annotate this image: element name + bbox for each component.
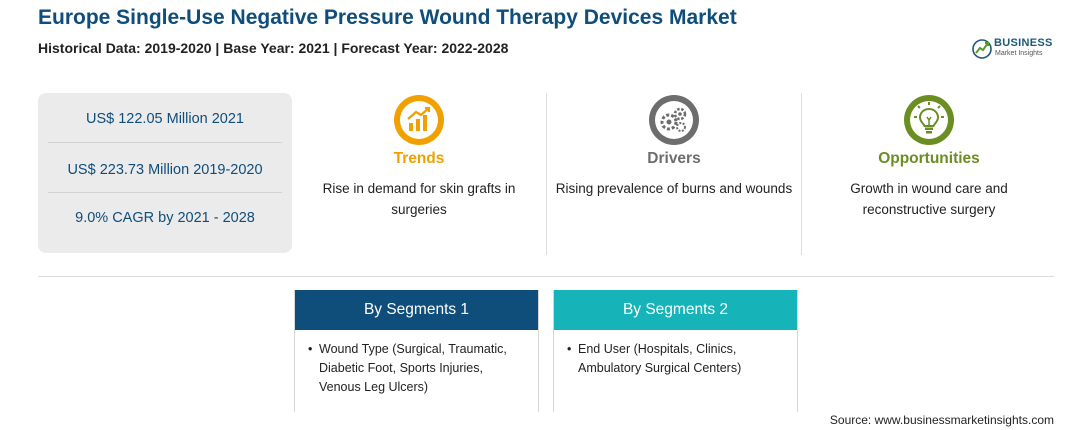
lightbulb-icon bbox=[904, 95, 954, 145]
gears-icon bbox=[649, 95, 699, 145]
stat-cagr: 9.0% CAGR by 2021 - 2028 bbox=[75, 210, 255, 226]
logo-tagline: Market Insights bbox=[995, 50, 1043, 57]
segments-1-card: By Segments 1 Wound Type (Surgical, Trau… bbox=[294, 290, 539, 412]
opportunities-card: Opportunities Growth in wound care and r… bbox=[809, 93, 1049, 220]
trends-title: Trends bbox=[393, 150, 445, 167]
stat-market-value-historical: US$ 223.73 Million 2019-2020 bbox=[67, 162, 263, 178]
trends-description: Rise in demand for skin grafts in surger… bbox=[322, 181, 516, 217]
segments-1-header[interactable]: By Segments 1 bbox=[295, 290, 538, 330]
page-title: Europe Single-Use Negative Pressure Woun… bbox=[38, 6, 737, 29]
trends-card: Trends Rise in demand for skin grafts in… bbox=[299, 93, 539, 220]
segments-1-list: Wound Type (Surgical, Traumatic, Diabeti… bbox=[295, 330, 538, 397]
drivers-card: Drivers Rising prevalence of burns and w… bbox=[554, 93, 794, 199]
opportunities-description: Growth in wound care and reconstructive … bbox=[850, 181, 1008, 217]
segments-2-header[interactable]: By Segments 2 bbox=[554, 290, 797, 330]
source-credit: Source: www.businessmarketinsights.com bbox=[829, 413, 1054, 427]
drivers-description: Rising prevalence of burns and wounds bbox=[555, 181, 793, 196]
list-item: End User (Hospitals, Clinics, Ambulatory… bbox=[567, 340, 787, 378]
column-divider bbox=[546, 93, 547, 255]
stat-divider bbox=[48, 142, 282, 143]
trend-chart-icon bbox=[394, 95, 444, 145]
list-item: Wound Type (Surgical, Traumatic, Diabeti… bbox=[308, 340, 528, 397]
logo-globe-icon bbox=[972, 39, 992, 59]
section-divider bbox=[38, 276, 1054, 277]
segments-2-list: End User (Hospitals, Clinics, Ambulatory… bbox=[554, 330, 797, 378]
stat-market-value-2021: US$ 122.05 Million 2021 bbox=[86, 111, 244, 127]
stat-divider bbox=[48, 192, 282, 193]
segments-2-card: By Segments 2 End User (Hospitals, Clini… bbox=[553, 290, 798, 412]
drivers-title: Drivers bbox=[647, 150, 701, 167]
page-subtitle: Historical Data: 2019-2020 | Base Year: … bbox=[38, 40, 509, 56]
logo-brand-text: BUSINESS bbox=[994, 37, 1053, 49]
column-divider bbox=[801, 93, 802, 255]
business-logo[interactable]: BUSINESS Market Insights bbox=[972, 36, 1062, 62]
opportunities-title: Opportunities bbox=[878, 150, 980, 167]
market-stats-panel: US$ 122.05 Million 2021 US$ 223.73 Milli… bbox=[38, 93, 292, 253]
